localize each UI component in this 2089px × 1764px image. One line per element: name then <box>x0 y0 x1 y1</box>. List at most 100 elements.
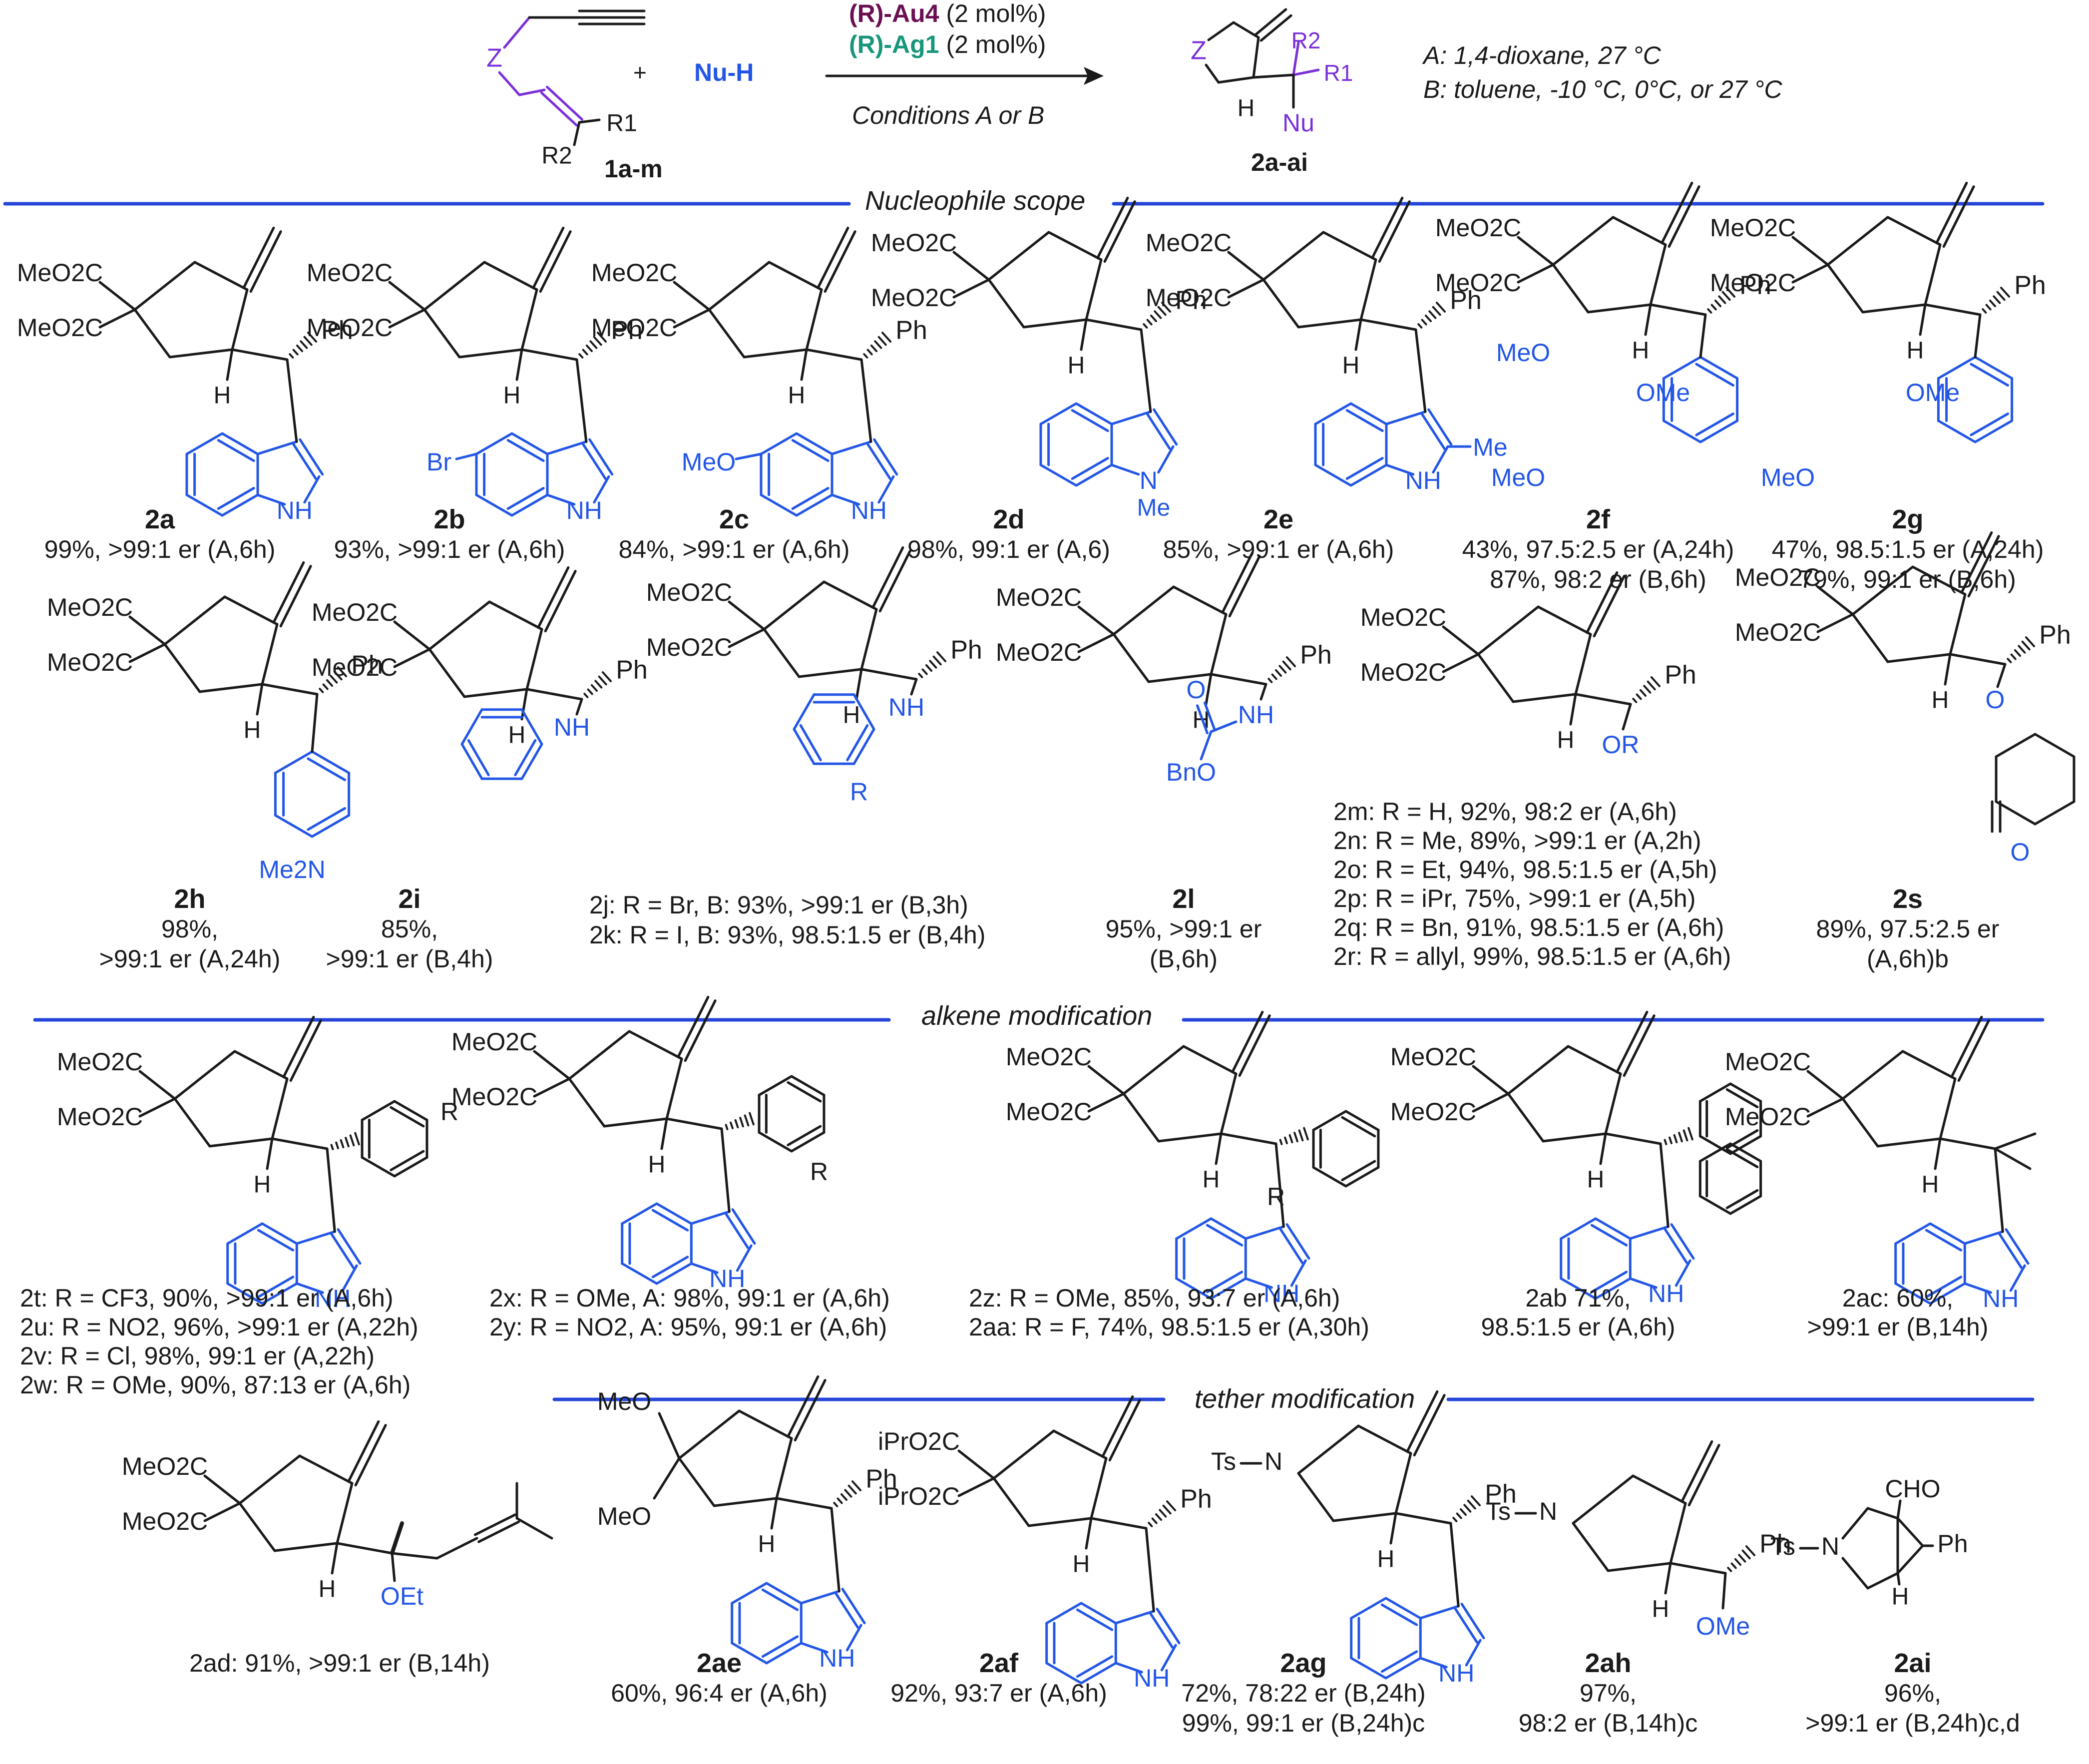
compound-2a-label: 2a 99%, >99:1 er (A,6h) <box>20 504 300 564</box>
cyclopentane-bond <box>1607 1562 1672 1572</box>
pyrrole-double-bond <box>1670 1223 1695 1260</box>
cyclopentane-bond <box>298 1454 354 1485</box>
aromatic-bond <box>506 439 545 462</box>
benzylic-bond <box>1924 303 1982 316</box>
ester-bond <box>1816 585 1854 616</box>
cyclopentane-bond <box>992 1477 1030 1527</box>
exo-methylene <box>354 1424 387 1487</box>
cyclopentane-bond <box>423 261 486 311</box>
exo-methylene <box>824 230 856 293</box>
compound-result: 2z: R = OMe, 85%, 93:7 er (A,6h) <box>969 1284 1340 1312</box>
exo-methylene <box>817 226 849 289</box>
benzylic-bond <box>805 348 863 361</box>
ester-label: MeO2C <box>312 598 398 626</box>
hashed-bond <box>870 344 878 353</box>
phenyl-label: Ph <box>351 651 383 680</box>
or-label: OR <box>1602 731 1640 759</box>
aromatic-bond <box>1345 409 1384 433</box>
benzene-ring <box>1312 1110 1347 1131</box>
tether-bond <box>498 71 521 96</box>
arrow-head <box>1084 67 1104 85</box>
ch-bond <box>1389 1512 1397 1545</box>
cyclopentane-bond <box>336 1482 354 1545</box>
aromatic-bond <box>1695 363 1735 387</box>
indole-nh-label: NH <box>851 496 887 524</box>
nucleophile: Nu-H <box>694 58 754 86</box>
cyclopentane-bond <box>1632 1474 1687 1505</box>
aldehyde-label: CHO <box>1885 1475 1940 1503</box>
hashed-bond <box>330 675 338 684</box>
pyrrole-bond <box>1244 1277 1273 1289</box>
hashed-bond <box>330 1144 334 1150</box>
benzylic-bond <box>261 683 319 696</box>
bond <box>1210 720 1238 733</box>
tether-bond <box>503 16 531 49</box>
ester-label: MeO2C <box>1146 229 1232 257</box>
benzene-ring <box>1210 1217 1247 1240</box>
pyrrole-double-bond <box>1285 1223 1310 1260</box>
benzylic-bond <box>1085 318 1143 331</box>
cyclopentane-bond <box>1332 1512 1397 1522</box>
benzene-ring <box>731 1582 768 1605</box>
compound-id: 2i <box>398 884 421 914</box>
benzylic-bond <box>1274 1142 1285 1228</box>
ester-label: MeO2C <box>1435 269 1521 297</box>
benzylic-bond <box>665 1117 723 1130</box>
aromatic-bond <box>1590 1271 1628 1294</box>
compound-id: 2e <box>1263 504 1294 534</box>
substituent-label: MeO <box>1761 463 1815 491</box>
condition-a: A: 1,4-dioxane, 27 °C <box>1423 41 1661 69</box>
ester-label: MeO2C <box>1146 284 1232 312</box>
ester-bond <box>1791 263 1829 284</box>
hashed-bond <box>1282 660 1291 671</box>
hashed-bond <box>1428 310 1437 319</box>
pyrrole-double-bond <box>1279 1227 1304 1264</box>
compound-result: 2y: R = NO2, A: 95%, 99:1 er (A,6h) <box>489 1313 887 1341</box>
cyclopentane-bond <box>1901 1050 1957 1080</box>
benzylic-bond <box>1649 303 1707 316</box>
phenyl-label: Ph <box>2014 271 2046 300</box>
ester-bond <box>1227 278 1265 299</box>
hashed-bond <box>1738 1554 1746 1563</box>
alkene-bond <box>477 1520 520 1543</box>
ester-bond <box>1806 1097 1844 1118</box>
indole-nh-label: NH <box>315 1285 351 1313</box>
bond <box>1994 1147 2004 1233</box>
cyclopentane-bond <box>1669 1502 1687 1565</box>
benzylic-bond <box>775 1497 833 1510</box>
benzene-ring <box>261 1282 298 1305</box>
hashed-bond <box>300 340 308 349</box>
cyclopentane-bond <box>1157 1132 1223 1143</box>
cyclopentane-bond <box>1122 1045 1185 1095</box>
cyclopentane-bond <box>713 1497 778 1507</box>
exo-methylene <box>1942 185 1975 248</box>
ch-bond <box>1215 1132 1223 1165</box>
compound-result: 2t: R = CF3, 90%, >99:1 er (A,6h) <box>20 1284 394 1312</box>
pyrrole-bond <box>1114 1662 1143 1674</box>
hashed-bond <box>730 1121 734 1130</box>
pyrrole-double-bond <box>1156 1608 1181 1645</box>
cyclopentane-bond <box>1851 613 1889 663</box>
hashed-bond <box>354 1132 360 1146</box>
hashed-bond <box>1707 308 1712 314</box>
ch-bond <box>1919 303 1927 336</box>
hashed-bond <box>594 680 603 689</box>
cyclopentane-bond <box>1220 1072 1238 1135</box>
cyclopentane-bond <box>1027 1517 1093 1527</box>
phenyl-label: Ph <box>1485 1480 1517 1509</box>
r1-bond <box>1292 68 1320 76</box>
reagent-ag-line: (R)-Ag1 (2 mol%) <box>849 28 1046 61</box>
benzene-ring <box>1560 1217 1597 1240</box>
cyclopentane-bond <box>1572 1474 1635 1525</box>
benzylic-bond <box>1449 1522 1460 1608</box>
condition-b: B: toluene, -10 °C, 0°C, or 27 °C <box>1423 75 1782 103</box>
aromatic-bond <box>506 486 545 510</box>
hashed-bond <box>863 353 868 359</box>
cyclopentane-bond <box>1322 231 1377 261</box>
benzylic-bond <box>286 358 298 443</box>
hashed-bond <box>587 688 593 695</box>
compound-result: 2ab 71%, <box>1525 1284 1631 1312</box>
h-label: H <box>1557 727 1575 754</box>
benzylic-bond <box>231 348 289 361</box>
cyclopentane-bond <box>1182 1045 1238 1075</box>
